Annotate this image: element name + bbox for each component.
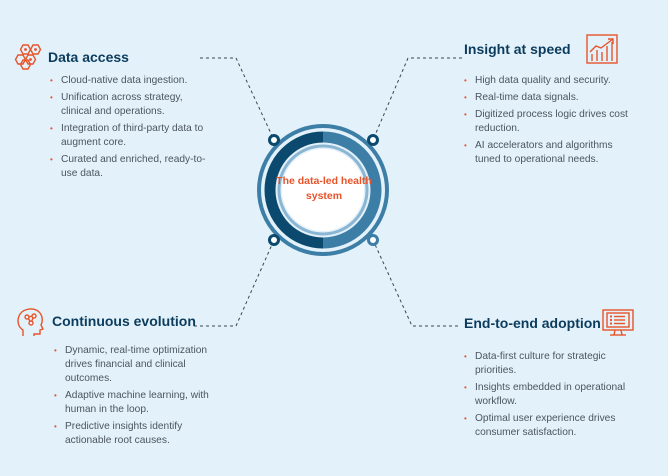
- ring-nodes: [268, 134, 379, 246]
- list-item: High data quality and security.: [464, 74, 636, 88]
- list-item: Cloud-native data ingestion.: [50, 74, 210, 88]
- bullet-list: Cloud-native data ingestion. Unification…: [50, 74, 210, 181]
- panel-heading: Data access: [14, 42, 214, 72]
- bullet-list: Dynamic, real-time optimization drives f…: [54, 344, 224, 448]
- panel-title: Insight at speed: [464, 41, 571, 57]
- outer-ring: [257, 124, 389, 256]
- bullet-list: High data quality and security. Real-tim…: [464, 74, 636, 167]
- panel-title: End-to-end adoption: [464, 315, 601, 331]
- center-disc: [282, 149, 364, 231]
- list-item: Dynamic, real-time optimization drives f…: [54, 344, 224, 386]
- connector-top-left: [200, 57, 275, 141]
- node-top-left: [268, 134, 280, 146]
- hexagon-network-icon: [14, 42, 48, 72]
- ring-segment-dark: [264, 131, 324, 249]
- list-item: Insights embedded in operational workflo…: [464, 381, 636, 409]
- list-item: Adaptive machine learning, with human in…: [54, 389, 224, 417]
- list-item: Digitized process logic drives cost redu…: [464, 108, 636, 136]
- list-item: Curated and enriched, ready-to-use data.: [50, 153, 210, 181]
- center-title: The data-led health system: [276, 175, 372, 202]
- panel-title: Data access: [48, 49, 129, 65]
- panel-data-access: Data access Cloud-native data ingestion.…: [14, 42, 214, 184]
- list-item: Predictive insights identify actionable …: [54, 420, 224, 448]
- panel-insight-at-speed: Insight at speed High data: [464, 34, 654, 170]
- connector-lines: [194, 57, 462, 327]
- ring-segment-mid: [322, 131, 382, 249]
- panel-heading: End-to-end adoption: [464, 308, 654, 338]
- connector-bottom-right: [372, 239, 458, 327]
- panel-end-to-end-adoption: End-to-end adoption: [464, 308, 654, 443]
- panel-heading: Continuous evolution: [14, 306, 234, 336]
- panel-title: Continuous evolution: [52, 313, 196, 329]
- panel-continuous-evolution: Continuous evolution Dynamic, real-time …: [14, 306, 234, 451]
- list-item: Optimal user experience drives consumer …: [464, 412, 636, 440]
- list-item: AI accelerators and algorithms tuned to …: [464, 139, 636, 167]
- rising-chart-icon: [586, 34, 620, 64]
- node-top-right: [367, 134, 379, 146]
- brain-head-icon: [14, 306, 48, 336]
- list-item: Real-time data signals.: [464, 91, 636, 105]
- inner-ring: [277, 144, 369, 236]
- monitor-checklist-icon: [602, 308, 636, 338]
- list-item: Unification across strategy, clinical an…: [50, 91, 210, 119]
- center-ring: [257, 124, 389, 256]
- panel-heading: Insight at speed: [464, 34, 654, 64]
- connector-bottom-left: [194, 239, 275, 327]
- node-bottom-left: [268, 234, 280, 246]
- bullet-list: Data-first culture for strategic priorit…: [464, 350, 636, 440]
- list-item: Integration of third-party data to augme…: [50, 122, 210, 150]
- node-bottom-right: [367, 234, 379, 246]
- connector-top-right: [372, 57, 462, 141]
- list-item: Data-first culture for strategic priorit…: [464, 350, 636, 378]
